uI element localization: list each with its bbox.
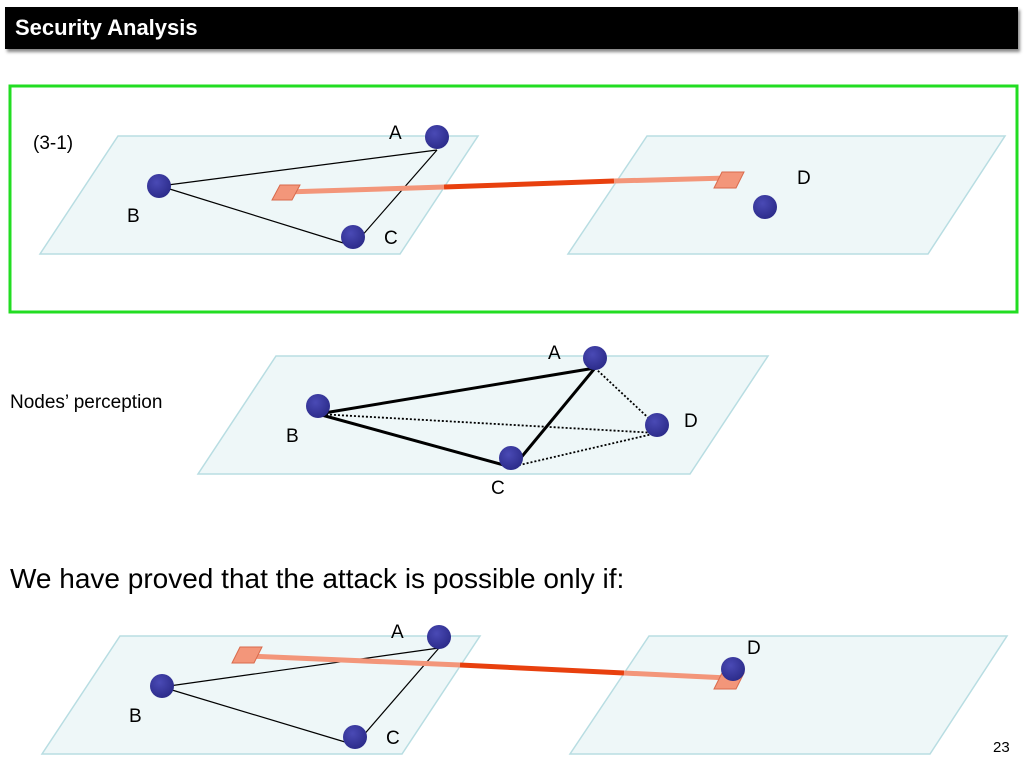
scenario-3-wormhole-tunnel bbox=[231, 646, 745, 690]
page-number: 23 bbox=[993, 739, 1010, 756]
scenario-3-attacker-left bbox=[231, 646, 263, 664]
scenario-2-perceived-links bbox=[317, 367, 658, 468]
scenario-1-highlight-box bbox=[8, 84, 1019, 314]
attack-condition-statement: We have proved that the attack is possib… bbox=[10, 563, 624, 594]
scenario-2-label-d: D bbox=[684, 411, 698, 432]
scenario-3-label-c: C bbox=[386, 728, 400, 749]
scenario-3-node-a bbox=[427, 625, 451, 649]
scenario-1-node-a bbox=[425, 125, 449, 149]
scenario-2-real-links bbox=[317, 366, 597, 469]
scenario-1-label-b: B bbox=[127, 206, 140, 227]
scenario-3-left-plane bbox=[40, 635, 482, 755]
scenario-3-node-d bbox=[721, 657, 745, 681]
scenario-1-label-c: C bbox=[384, 228, 398, 249]
scenario-1-right-plane bbox=[566, 135, 1007, 255]
scenario-1-attacker-right bbox=[713, 171, 745, 189]
scenario-3-nodes bbox=[150, 625, 745, 749]
scenario-3-node-b bbox=[150, 674, 174, 698]
scenario-1-node-d bbox=[753, 195, 777, 219]
scenario-1-node-c bbox=[341, 225, 365, 249]
scenario-1-left-plane bbox=[38, 135, 480, 255]
scenario-1-wormhole-tunnel bbox=[271, 171, 745, 201]
scenario-1-label-d: D bbox=[797, 168, 811, 189]
scenario-3-label-a: A bbox=[391, 622, 404, 643]
scenario-1-links bbox=[159, 149, 438, 247]
scenario-2-label-c: C bbox=[491, 478, 505, 499]
scenario-1-label: (3-1) bbox=[33, 133, 73, 154]
scenario-2-label-a: A bbox=[548, 343, 561, 364]
slide-title: Security Analysis bbox=[15, 15, 198, 40]
scenario-2-label: Nodes’ perception bbox=[10, 392, 162, 413]
scenario-3-node-c bbox=[343, 725, 367, 749]
scenario-2-node-a bbox=[583, 346, 607, 370]
title-bar: Security Analysis bbox=[5, 7, 1018, 49]
scenario-1-label-a: A bbox=[389, 123, 402, 144]
scenario-1-attacker-left bbox=[271, 184, 301, 201]
scenario-3-label-b: B bbox=[129, 706, 142, 727]
scenario-1-node-b bbox=[147, 174, 171, 198]
scenario-2-nodes bbox=[306, 346, 669, 470]
scenario-3-right-plane bbox=[568, 635, 1009, 755]
scenario-1-nodes bbox=[147, 125, 777, 249]
scenario-2-node-c bbox=[499, 446, 523, 470]
scenario-2-plane bbox=[196, 355, 770, 475]
scenario-2-label-b: B bbox=[286, 426, 299, 447]
scenario-3-label-d: D bbox=[747, 638, 761, 659]
scenario-2-node-b bbox=[306, 394, 330, 418]
scenario-2-node-d bbox=[645, 413, 669, 437]
